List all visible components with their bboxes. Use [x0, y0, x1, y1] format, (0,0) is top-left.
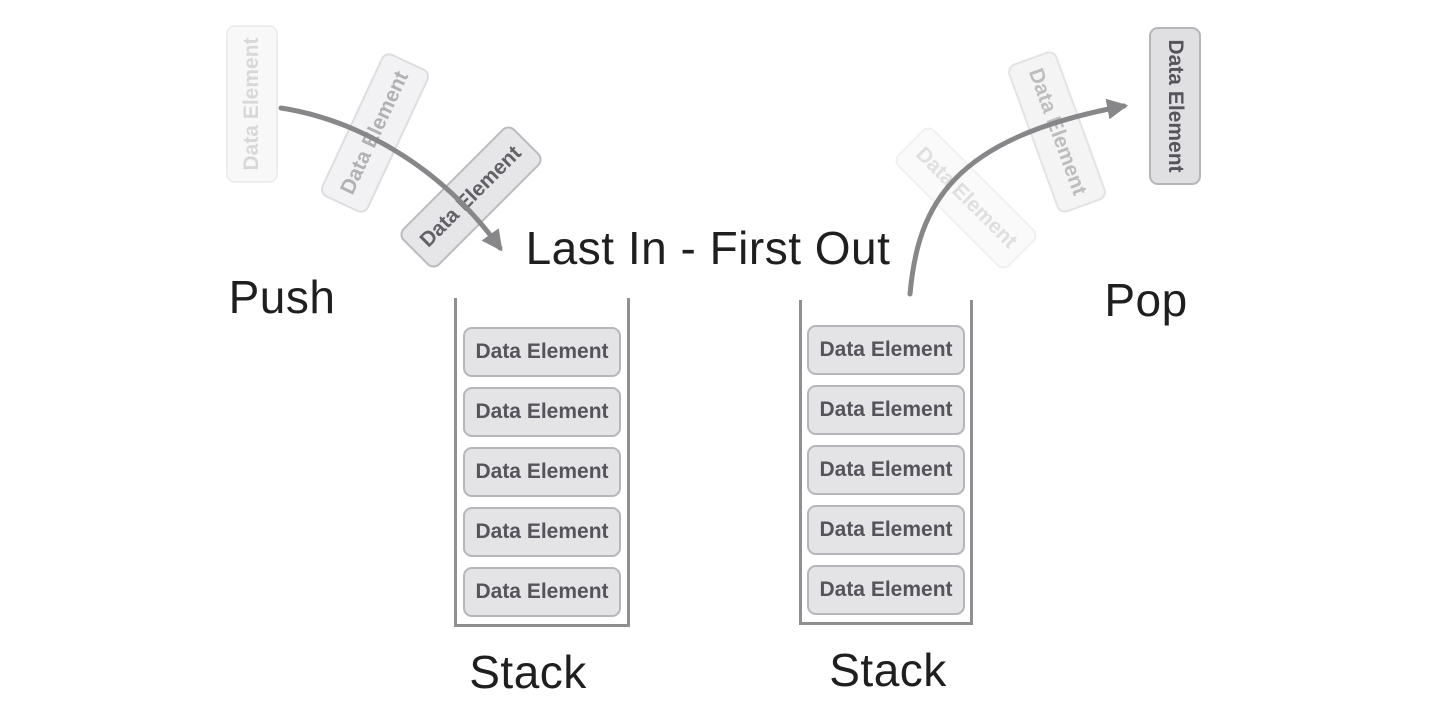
right-stack-item-1: Data Element — [807, 325, 965, 375]
stack-item-label: Data Element — [475, 340, 609, 363]
push-flying-element-3: Data Element — [396, 122, 546, 272]
pop-flying-element-1-label: Data Element — [911, 142, 1022, 253]
stack-item-label: Data Element — [475, 580, 609, 603]
push-flying-element-2-label: Data Element — [336, 67, 414, 198]
right-stack-item-4: Data Element — [807, 505, 965, 555]
pop-flying-element-1: Data Element — [891, 123, 1041, 273]
stack-item-label: Data Element — [475, 400, 609, 423]
left-stack-item-3: Data Element — [463, 447, 621, 497]
stack-item-label: Data Element — [475, 460, 609, 483]
left-stack-item-5: Data Element — [463, 567, 621, 617]
left-stack-item-2: Data Element — [463, 387, 621, 437]
right-stack-item-2: Data Element — [807, 385, 965, 435]
right-stack-container: Data Element Data Element Data Element D… — [799, 300, 973, 625]
stack-item-label: Data Element — [475, 520, 609, 543]
push-flying-element-2: Data Element — [318, 50, 432, 216]
push-label: Push — [228, 271, 336, 323]
pop-flying-element-2: Data Element — [1005, 48, 1109, 216]
pop-flying-element-2-label: Data Element — [1023, 65, 1092, 199]
stack-item-label: Data Element — [819, 518, 953, 541]
left-stack-item-1: Data Element — [463, 327, 621, 377]
stack-item-label: Data Element — [819, 458, 953, 481]
left-stack-item-4: Data Element — [463, 507, 621, 557]
right-stack-label: Stack — [829, 644, 947, 696]
pop-flying-element-3-label: Data Element — [1164, 39, 1187, 173]
right-stack-item-5: Data Element — [807, 565, 965, 615]
push-flying-element-1-label: Data Element — [240, 37, 263, 171]
push-flying-element-1: Data Element — [226, 25, 278, 183]
left-stack-label: Stack — [469, 646, 587, 698]
pop-flying-element-3: Data Element — [1149, 27, 1201, 185]
push-flying-element-3-label: Data Element — [415, 141, 526, 252]
lifo-title: Last In - First Out — [525, 222, 891, 274]
stack-item-label: Data Element — [819, 398, 953, 421]
stack-item-label: Data Element — [819, 338, 953, 361]
pop-label: Pop — [1104, 274, 1188, 326]
stack-item-label: Data Element — [819, 578, 953, 601]
right-stack-item-3: Data Element — [807, 445, 965, 495]
left-stack-container: Data Element Data Element Data Element D… — [454, 298, 630, 627]
